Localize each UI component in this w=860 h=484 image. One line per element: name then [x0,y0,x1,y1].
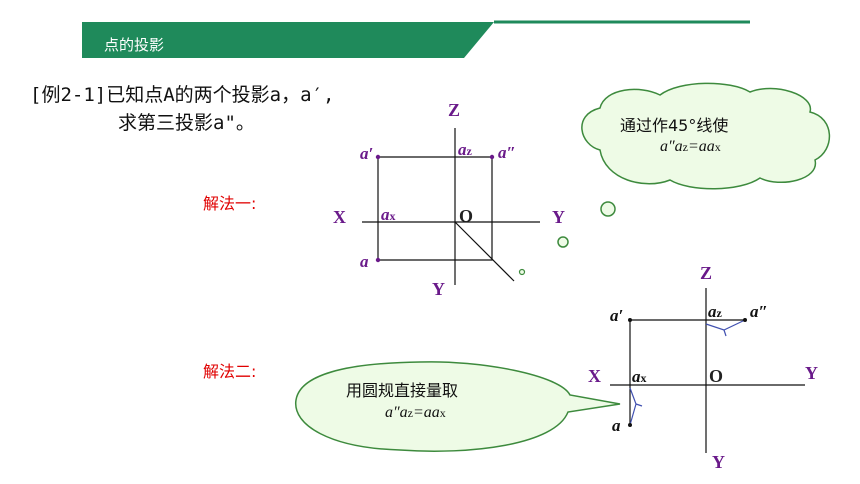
method1-label: 解法一: [203,194,257,213]
m2-point-a-prime [628,318,632,322]
m1-bubble-dot-large [600,201,616,217]
m2-label-a-double: a″ [750,302,768,321]
m1-point-a-prime [375,154,381,160]
m1-bubble-dot-medium [557,236,569,248]
m1-point-a [375,257,381,263]
m1-label-y-right: Y [552,207,565,227]
header-graphic [82,20,750,58]
m1-45-degree-line [454,221,515,282]
m1-label-x: X [333,207,346,227]
m2-point-a-double [743,318,747,322]
m1-bubble-formula: a″az=aax [660,138,721,155]
problem-line-1: [例2-1]已知点A的两个投影a，a′, [30,84,335,106]
m1-projection-lines [377,156,493,261]
m1-point-a-double [489,154,495,160]
m2-bubble-text: 用圆规直接量取 [346,381,459,400]
header-bar [82,22,494,58]
problem-line-2: 求第三投影a"。 [118,112,255,134]
m2-label-a-z: az [708,302,722,321]
m2-speech-bubble [295,361,621,452]
m1-label-a-x: ax [381,205,396,224]
m2-label-a-prime: a′ [610,306,624,325]
slide-title: 点的投影 [104,36,165,54]
m1-label-a-double: a″ [498,143,516,162]
m2-bubble-formula: a″az=aax [385,404,446,421]
m2-label-origin: O [709,366,724,386]
m2-label-x: X [588,366,601,386]
m2-point-a [628,423,632,427]
m1-label-a: a [360,252,369,271]
m2-compass-arc-left [629,387,637,426]
method2-label: 解法二: [203,362,257,381]
m1-label-a-z: az [458,140,472,159]
m1-label-a-prime: a′ [360,144,374,163]
m2-label-y-right: Y [805,363,818,383]
m1-label-z: Z [448,100,461,120]
m1-label-origin: O [459,206,474,226]
m2-compass-tick-left [635,403,643,407]
m1-bubble-text: 通过作45°线使 [620,116,729,135]
m1-label-y-down: Y [432,279,445,299]
m2-label-y-down: Y [712,452,725,472]
m1-thought-bubble [581,82,831,190]
m2-label-a-x: ax [632,367,647,386]
m2-label-a: a [612,416,621,435]
m1-bubble-dot-small [518,268,526,276]
m2-compass-tick-top [723,329,727,337]
m2-label-z: Z [700,263,713,283]
m2-projection-lines [629,319,745,425]
